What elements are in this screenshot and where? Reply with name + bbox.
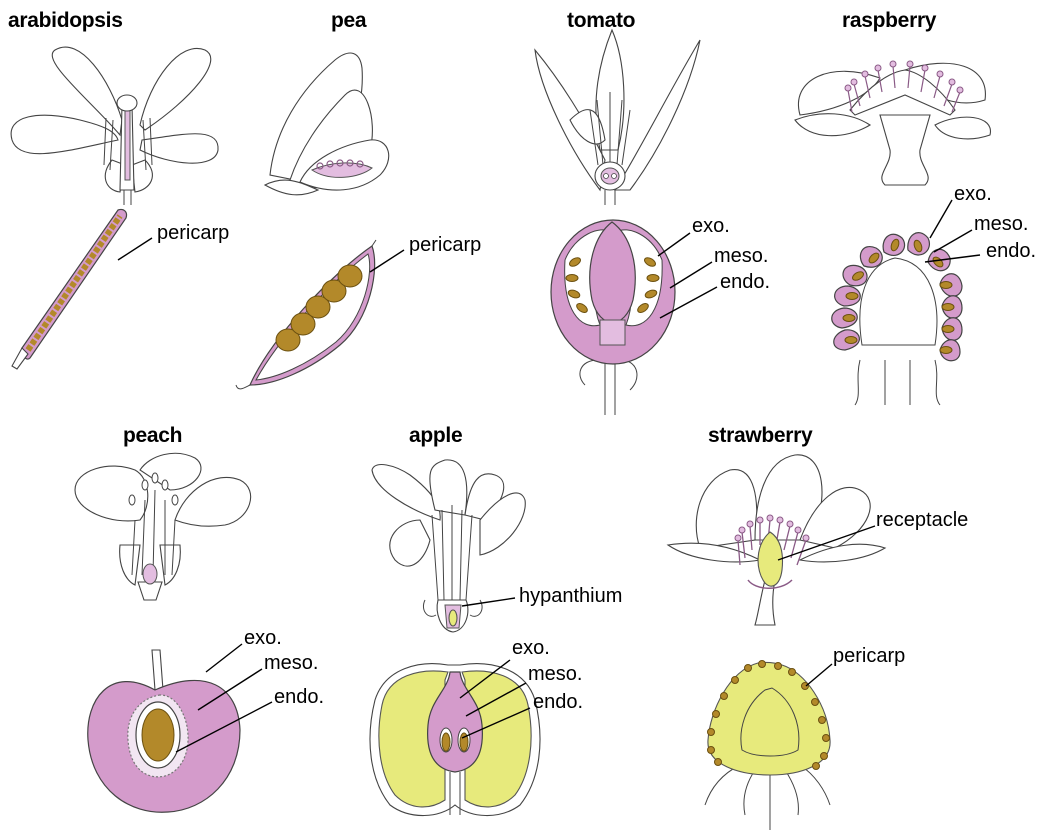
tomato-exo-leader	[658, 233, 690, 256]
apple-hypanthium-leader	[462, 598, 515, 606]
peach-exo-leader	[206, 644, 242, 672]
tomato-fruit	[551, 220, 675, 415]
raspberry-exo-label: exo.	[954, 183, 992, 206]
peach-endo-label: endo.	[274, 686, 324, 709]
arabidopsis-pericarp-label: pericarp	[157, 222, 229, 245]
tomato-endo-label: endo.	[720, 271, 770, 294]
apple-endo-label: endo.	[533, 691, 583, 714]
pea-pericarp-label: pericarp	[409, 234, 481, 257]
strawberry-title: strawberry	[708, 424, 812, 448]
tomato-meso-label: meso.	[714, 245, 768, 268]
raspberry-title: raspberry	[842, 9, 936, 33]
raspberry-endo-label: endo.	[986, 240, 1036, 263]
peach-exo-label: exo.	[244, 627, 282, 650]
strawberry-receptacle-label: receptacle	[876, 509, 968, 532]
raspberry-flower	[795, 61, 990, 185]
apple-flower	[372, 460, 525, 632]
apple-exo-label: exo.	[512, 637, 550, 660]
apple-meso-label: meso.	[528, 663, 582, 686]
arabidopsis-pericarp-leader	[118, 238, 152, 260]
arabidopsis-title: arabidopsis	[8, 9, 123, 33]
peach-flower	[75, 453, 251, 600]
peach-meso-label: meso.	[264, 652, 318, 675]
raspberry-exo-leader	[930, 200, 952, 238]
strawberry-fruit	[705, 661, 830, 831]
arabidopsis-silique	[12, 209, 127, 369]
tomato-exo-label: exo.	[692, 215, 730, 238]
pea-flower	[265, 53, 389, 195]
strawberry-flower	[668, 455, 885, 625]
raspberry-meso-label: meso.	[974, 213, 1028, 236]
strawberry-pericarp-label: pericarp	[833, 645, 905, 668]
raspberry-fruit	[832, 233, 962, 405]
strawberry-pericarp-leader	[806, 664, 832, 686]
raspberry-meso-leader	[934, 230, 972, 252]
peach-title: peach	[123, 424, 182, 448]
apple-hypanthium-label: hypanthium	[519, 585, 622, 608]
pea-pod	[236, 240, 376, 389]
tomato-flower	[535, 30, 700, 205]
apple-title: apple	[409, 424, 462, 448]
tomato-meso-leader	[670, 262, 712, 288]
apple-fruit	[370, 664, 540, 816]
arabidopsis-flower	[11, 47, 218, 205]
pea-title: pea	[331, 9, 366, 33]
tomato-title: tomato	[567, 9, 635, 33]
